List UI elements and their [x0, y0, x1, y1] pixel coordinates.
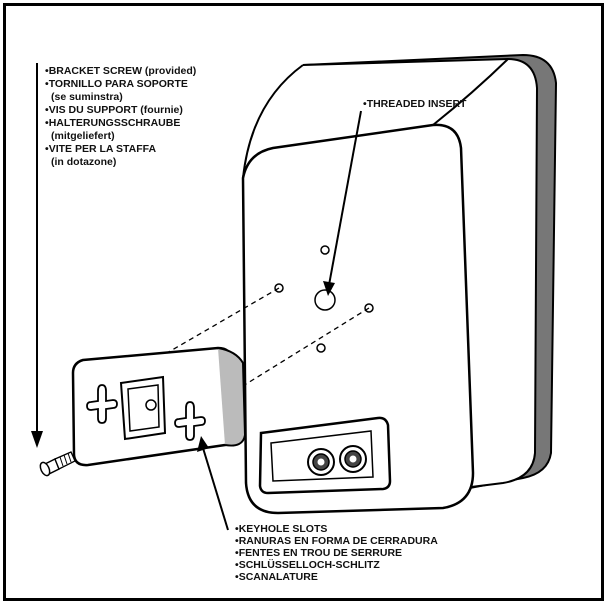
- screw-label-es: •TORNILLO PARA SOPORTE(se suminstra): [45, 78, 188, 103]
- screw-label-en: •BRACKET SCREW (provided): [45, 65, 197, 77]
- screw-label-it: •VITE PER LA STAFFA(in dotazone): [45, 143, 157, 168]
- wall-bracket: [71, 346, 247, 467]
- keyhole-label-en: •KEYHOLE SLOTS: [235, 523, 328, 535]
- screw-label-fr: •VIS DU SUPPORT (fournie): [45, 104, 183, 116]
- terminal-cup: [258, 416, 392, 495]
- binding-post-right: [339, 445, 367, 473]
- threaded-insert-arrow: [323, 110, 362, 296]
- diagram-frame: •BRACKET SCREW (provided) •TORNILLO PARA…: [3, 3, 604, 601]
- threaded-insert-hole: [314, 289, 336, 311]
- installation-diagram: [3, 3, 604, 601]
- keyhole-label-it: •SCANALATURE: [235, 571, 318, 583]
- keyhole-label-fr: •FENTES EN TROU DE SERRURE: [235, 547, 403, 559]
- keyhole-pointer-arrow: [197, 436, 229, 531]
- keyhole-label-group: •KEYHOLE SLOTS •RANURAS EN FORMA DE CERR…: [235, 523, 438, 583]
- keyhole-label-es: •RANURAS EN FORMA DE CERRADURA: [235, 535, 438, 547]
- outer-border: [3, 3, 604, 601]
- bracket-screw-icon: [39, 451, 76, 477]
- screw-direction-arrow: [31, 63, 43, 448]
- binding-post-left: [307, 448, 335, 476]
- keyhole-slot-right: [174, 401, 206, 441]
- keyhole-slot-left: [86, 384, 118, 424]
- speaker-cabinet: [241, 53, 558, 515]
- screw-label-de: •HALTERUNGSSCHRAUBE(mitgeliefert): [45, 117, 181, 142]
- screw-label-group: •BRACKET SCREW (provided) •TORNILLO PARA…: [45, 65, 196, 169]
- threaded-insert-label: •THREADED INSERT: [363, 98, 467, 110]
- keyhole-label-de: •SCHLÜSSELLOCH-SCHLITZ: [235, 559, 380, 571]
